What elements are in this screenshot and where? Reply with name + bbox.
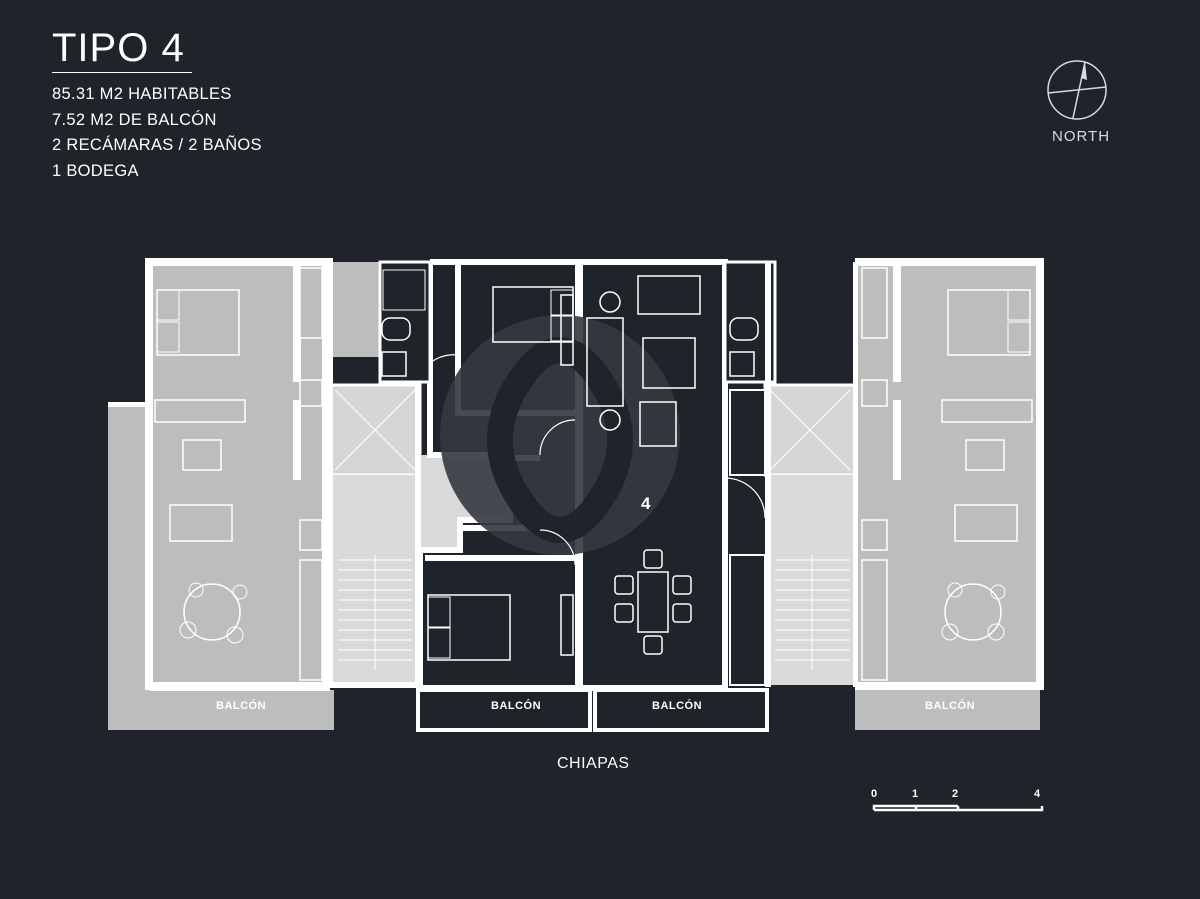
compass-label: NORTH xyxy=(1052,128,1111,145)
balcony-label-1: BALCÓN xyxy=(216,700,267,712)
right-core xyxy=(723,260,859,687)
bathroom-block-left xyxy=(378,260,432,384)
right-neighbor-unit xyxy=(855,258,1044,730)
scale-tick-4: 4 xyxy=(1034,788,1041,800)
left-neighbor-unit xyxy=(108,258,334,730)
spec-rooms: 2 RECÁMARAS / 2 BAÑOS xyxy=(52,136,262,154)
street-label: CHIAPAS xyxy=(557,755,630,772)
scale-tick-0: 0 xyxy=(871,788,878,800)
scale-tick-1: 1 xyxy=(912,788,919,800)
spec-storage: 1 BODEGA xyxy=(52,161,139,180)
unit-number: 4 xyxy=(641,494,651,513)
left-core xyxy=(327,262,510,688)
scale-tick-2: 2 xyxy=(952,788,959,800)
balconies xyxy=(416,688,769,732)
spec-balcony-area: 7.52 M2 DE BALCÓN xyxy=(52,110,217,129)
balcony-label-2: BALCÓN xyxy=(491,700,542,712)
unit-specs: 85.31 M2 HABITABLES 7.52 M2 DE BALCÓN 2 … xyxy=(52,82,262,184)
balcony-label-3: BALCÓN xyxy=(652,700,703,712)
scale-bar xyxy=(872,804,1044,812)
compass-icon xyxy=(1047,60,1107,120)
spec-habitable-area: 85.31 M2 HABITABLES xyxy=(52,85,232,103)
page-title: TIPO 4 xyxy=(52,26,192,73)
balcony-label-4: BALCÓN xyxy=(925,700,976,712)
highlighted-unit xyxy=(417,259,766,691)
